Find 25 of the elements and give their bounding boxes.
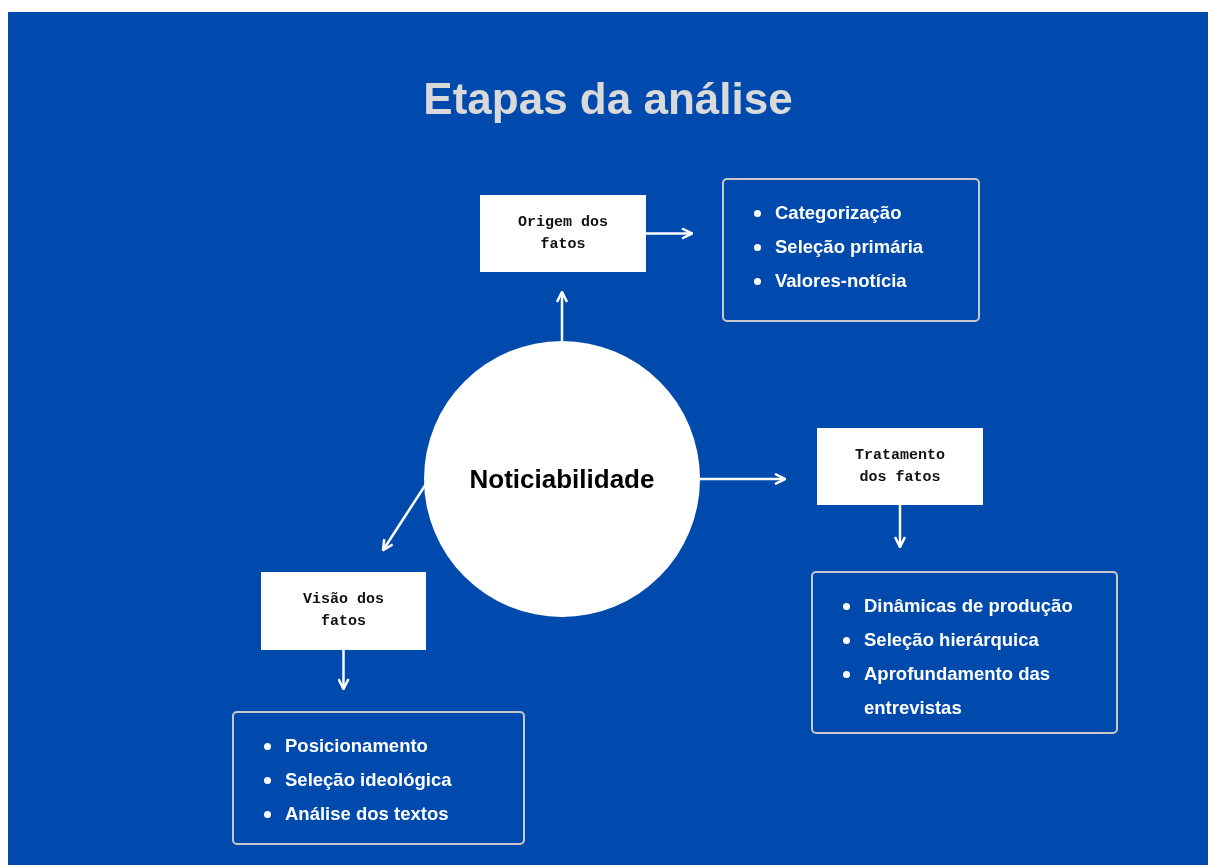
node-text: Visão dos fatos xyxy=(302,590,385,632)
bullet-item: Dinâmicas de produção xyxy=(864,594,1073,618)
arrow xyxy=(893,505,907,549)
node-text: Origem dos fatos xyxy=(517,212,609,255)
stage-label-box xyxy=(480,195,646,272)
topic-list-box xyxy=(811,571,1118,734)
bullet-item: Valores-notícia xyxy=(775,269,907,293)
diagram-title: Etapas da análise xyxy=(422,74,794,124)
stage-label-box xyxy=(817,428,983,505)
bullet-item: Seleção primária xyxy=(775,235,924,259)
arrow xyxy=(337,650,350,691)
arrow xyxy=(555,290,569,341)
topic-list-box xyxy=(722,178,980,322)
bullet-item: Seleção hierárquica xyxy=(864,628,1039,652)
bullet-item: Análise dos textos xyxy=(285,802,449,826)
node-text: Tratamento dos fatos xyxy=(854,445,946,488)
bullet-item: Posicionamento xyxy=(285,734,428,758)
topic-list-box xyxy=(232,711,525,845)
node-text: Noticiabilidade xyxy=(469,463,655,495)
bullet-item: Categorização xyxy=(775,201,902,225)
bullet-item: Seleção ideológica xyxy=(285,768,452,792)
stage-label-box xyxy=(261,572,426,650)
arrow xyxy=(700,472,787,486)
bullet-item: Aprofundamento das entrevistas xyxy=(864,662,1052,720)
arrow xyxy=(646,227,694,240)
